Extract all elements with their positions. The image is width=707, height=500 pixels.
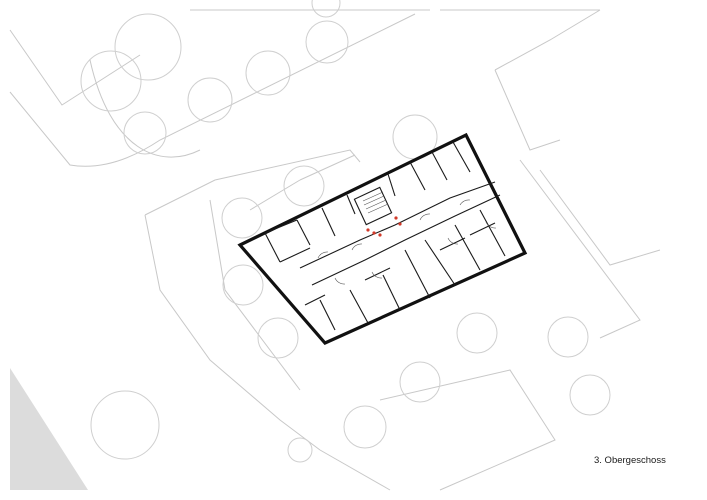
building-outer-wall — [237, 132, 528, 345]
door-swings — [317, 199, 497, 285]
south-room-partitions — [304, 209, 506, 331]
floor-caption: 3. Obergeschoss — [594, 455, 666, 466]
site-context-lines — [9, 9, 661, 491]
corridor — [299, 181, 501, 286]
stair-marker-dots — [366, 216, 402, 237]
stair-core — [353, 186, 393, 226]
north-room-partitions — [264, 141, 471, 263]
trees — [80, 0, 611, 463]
building — [237, 132, 528, 345]
corner-wedge — [10, 368, 88, 490]
